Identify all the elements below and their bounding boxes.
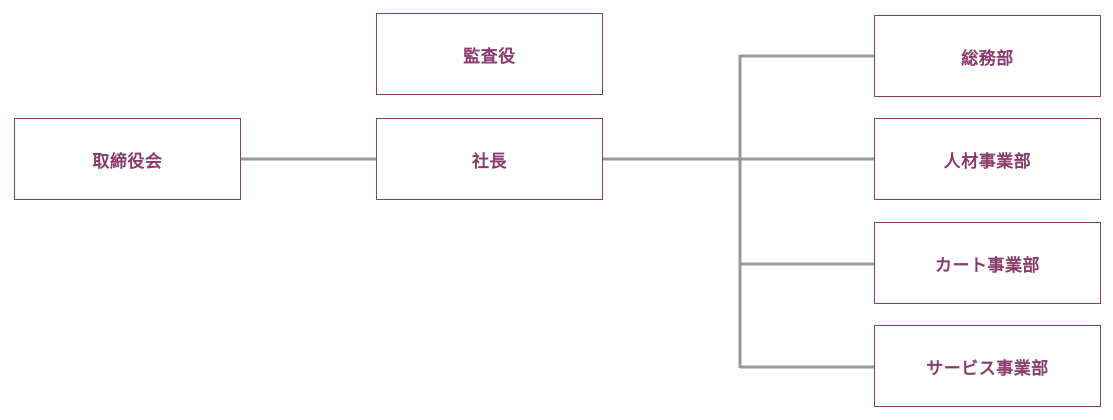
auditor-label: 監査役 <box>463 46 516 67</box>
service-business-label: サービス事業部 <box>926 358 1049 379</box>
auditor-box: 監査役 <box>376 13 603 95</box>
president-box: 社長 <box>376 118 603 200</box>
general-affairs-label: 総務部 <box>961 48 1014 69</box>
hr-business-label: 人材事業部 <box>943 151 1032 172</box>
hr-business-box: 人材事業部 <box>874 118 1101 200</box>
cart-business-box: カート事業部 <box>874 222 1101 304</box>
general-affairs-box: 総務部 <box>874 15 1101 97</box>
board-of-directors-box: 取締役会 <box>14 118 241 200</box>
president-label: 社長 <box>472 151 507 172</box>
cart-business-label: カート事業部 <box>935 255 1040 276</box>
board-of-directors-label: 取締役会 <box>92 151 163 172</box>
service-business-box: サービス事業部 <box>874 325 1101 407</box>
